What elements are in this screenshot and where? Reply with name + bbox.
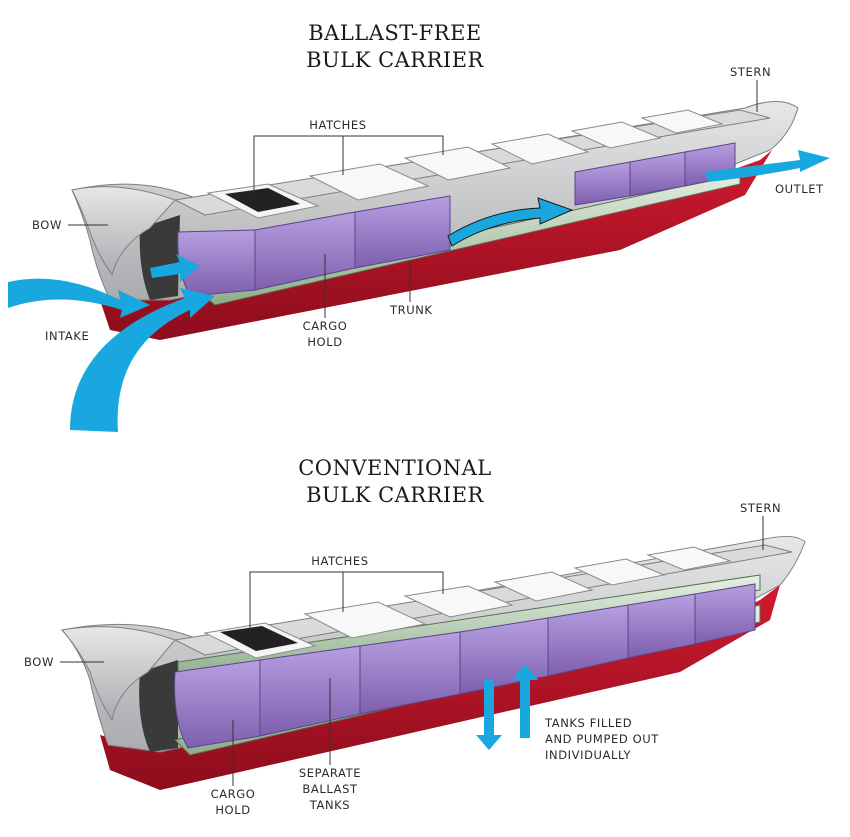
bottom-label-tanks-1: TANKS FILLED: [544, 716, 632, 730]
top-label-hatches: HATCHES: [309, 118, 366, 132]
top-label-intake: INTAKE: [45, 329, 89, 343]
bottom-fill-arrow-down: [476, 680, 502, 750]
ballast-free-section: BALLAST-FREE BULK CARRIER: [8, 21, 830, 432]
bottom-hatch-2: [303, 601, 427, 639]
bottom-hatches: [203, 546, 732, 659]
bottom-hatch-opening: [220, 626, 298, 651]
top-label-bow: BOW: [32, 218, 62, 232]
bottom-label-ballast-1: SEPARATE: [299, 766, 361, 780]
bottom-label-hatches: HATCHES: [311, 554, 368, 568]
bottom-label-ballast-3: TANKS: [309, 798, 350, 812]
bottom-hull-bottom: [100, 585, 780, 790]
bottom-hatch-6: [646, 546, 732, 571]
bottom-cargo-hold-1: [174, 659, 261, 749]
bottom-cargo-hold-7: [694, 583, 756, 645]
bottom-label-tanks-2: AND PUMPED OUT: [545, 732, 659, 746]
top-hatch-2: [308, 163, 430, 201]
bottom-label-cargo-1: CARGO: [211, 787, 256, 801]
bottom-pump-arrow-up: [512, 664, 538, 738]
top-label-cargo-1: CARGO: [303, 319, 348, 333]
top-hatch-3: [403, 146, 512, 181]
bottom-bow-interior: [139, 660, 178, 752]
top-label-cargo-2: HOLD: [307, 335, 342, 349]
bottom-hatch-5: [573, 558, 666, 586]
bottom-hatch-3: [403, 585, 514, 618]
top-title-line1: BALLAST-FREE: [308, 21, 481, 45]
top-bow-interior: [139, 215, 180, 300]
bottom-hatch-4: [493, 571, 594, 602]
top-intake-arrow-1: [8, 278, 150, 318]
top-label-trunk: TRUNK: [389, 303, 433, 317]
bottom-label-stern: STERN: [740, 501, 781, 515]
top-intake-arrow-3: [150, 254, 200, 282]
top-trunk-flow-arrow: [447, 197, 574, 247]
top-label-outlet: OUTLET: [775, 182, 824, 196]
top-cargo-hold-3: [354, 195, 451, 269]
bottom-hatches-leader: [249, 571, 444, 632]
bottom-title-line2: BULK CARRIER: [306, 483, 484, 507]
top-hatch-5: [570, 121, 662, 149]
conventional-section: CONVENTIONAL BULK CARRIER: [24, 456, 806, 817]
bottom-title-line1: CONVENTIONAL: [298, 456, 492, 480]
top-hatches: [206, 109, 724, 219]
top-hatch-opening: [225, 188, 300, 212]
top-hatches-leader: [253, 135, 444, 195]
top-hatch-4: [490, 133, 590, 165]
bottom-label-ballast-2: BALLAST: [302, 782, 358, 796]
bottom-label-tanks-3: INDIVIDUALLY: [545, 748, 632, 762]
bottom-label-cargo-2: HOLD: [215, 803, 250, 817]
top-outlet-arrow: [705, 150, 830, 182]
bottom-label-bow: BOW: [24, 655, 54, 669]
top-bow: [71, 186, 176, 277]
top-title-line2: BULK CARRIER: [306, 48, 484, 72]
top-label-stern: STERN: [730, 65, 771, 79]
top-intake-arrow-2: [70, 288, 215, 432]
top-hatch-6: [640, 109, 724, 134]
